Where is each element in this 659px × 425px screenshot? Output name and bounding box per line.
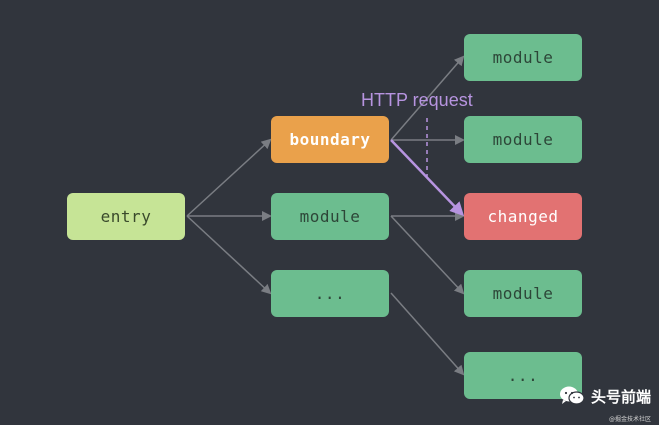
module-node-middle: module [271, 193, 389, 240]
watermark-subtitle: @掘金技术社区 [608, 416, 651, 423]
edge-boundary-module-r1 [390, 55, 465, 141]
edge-dots-dots [390, 292, 465, 376]
edge-entry-dots [186, 215, 272, 295]
boundary-node: boundary [271, 116, 389, 163]
watermark-title: 头号前端 [590, 387, 651, 406]
edge-module-module-r4 [390, 215, 465, 295]
module-node-right-2: module [464, 116, 582, 163]
edge-entry-boundary [186, 138, 272, 217]
http-update-arrow [390, 139, 465, 217]
module-node-right-4: module [464, 270, 582, 317]
module-node-right-1: module [464, 34, 582, 81]
changed-node: changed [464, 193, 582, 240]
entry-node: entry [67, 193, 185, 240]
watermark: 头号前端 [559, 385, 651, 407]
ellipsis-node-middle: ... [271, 270, 389, 317]
wechat-icon [559, 385, 585, 407]
http-request-label: HTTP request [361, 90, 473, 110]
